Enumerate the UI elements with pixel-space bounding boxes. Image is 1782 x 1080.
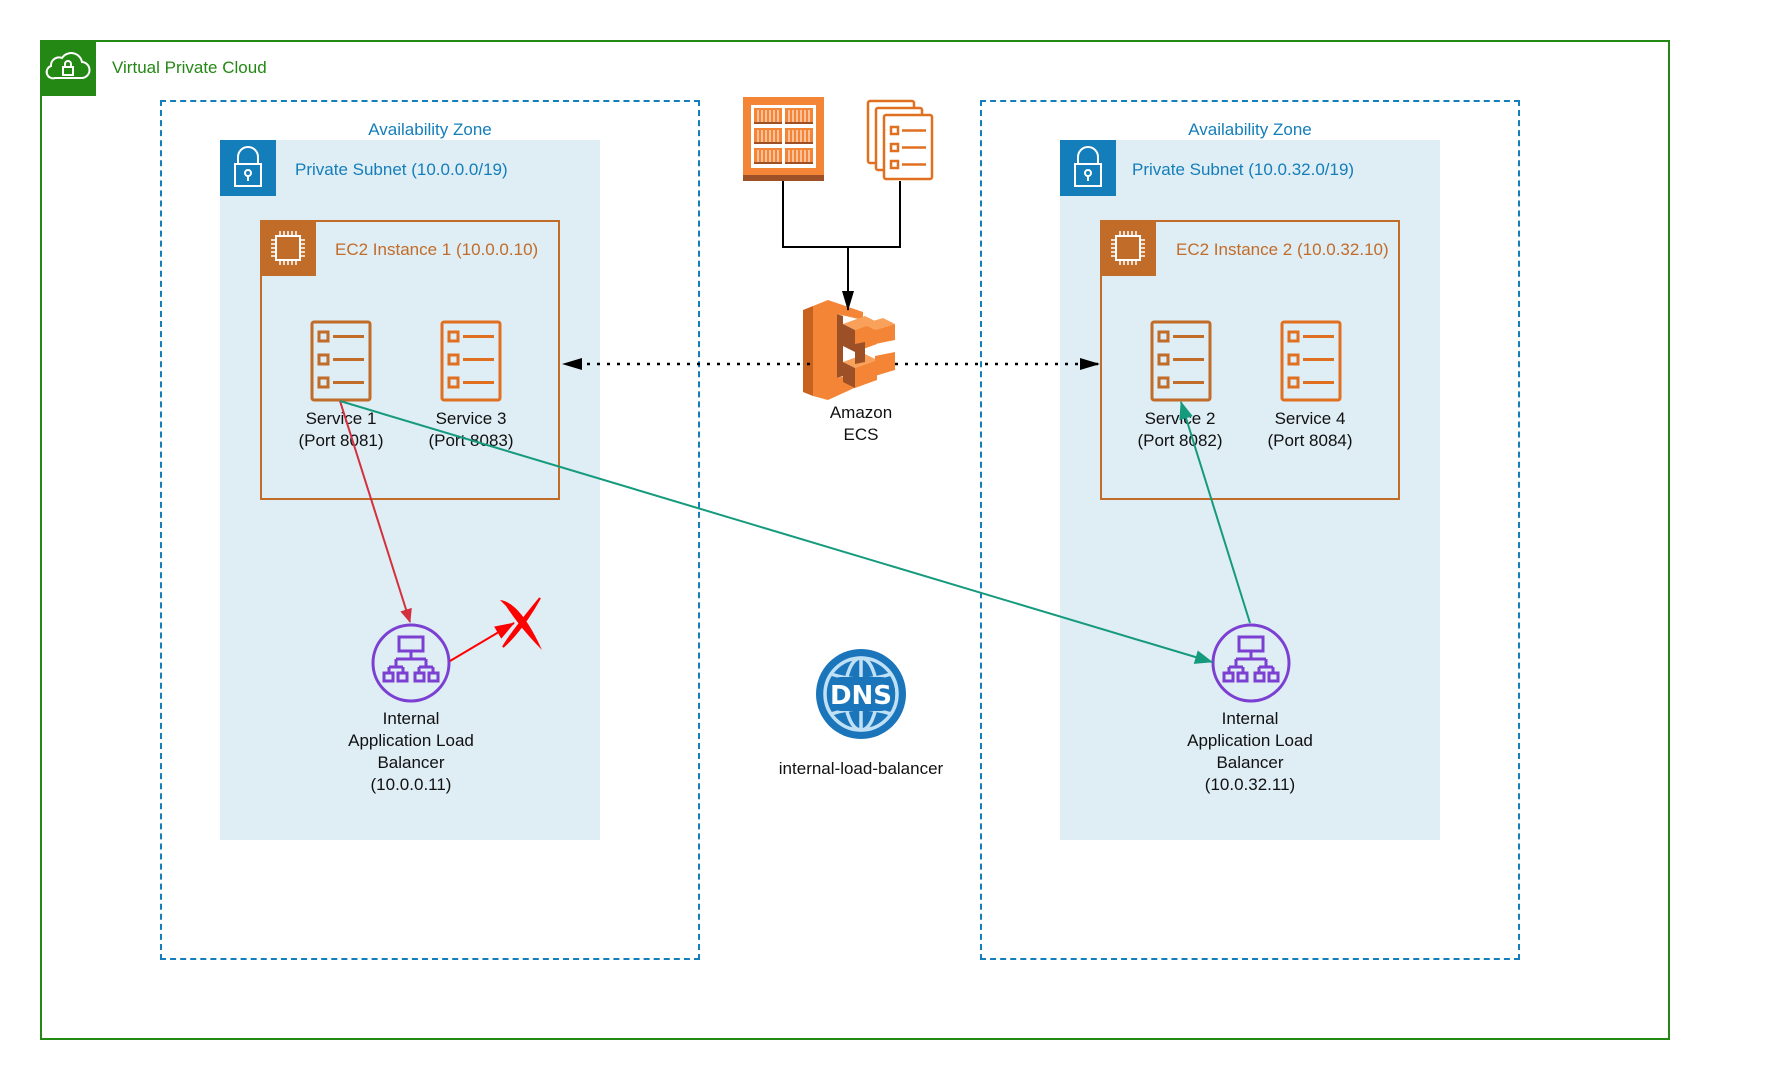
cloud-lock-icon xyxy=(40,40,96,96)
alb-2-label: Internal Application Load Balancer (10.0… xyxy=(1150,708,1350,796)
availability-zone-label: Availability Zone xyxy=(368,120,492,139)
ecs-icon[interactable] xyxy=(803,300,897,405)
alb-line: Balancer xyxy=(1216,753,1284,772)
ec2-instance-1-label: EC2 Instance 1 (10.0.0.10) xyxy=(335,240,539,259)
alb-line: Application Load xyxy=(1187,731,1313,750)
load-balancer-icon[interactable] xyxy=(1211,623,1291,708)
dns-badge: DNS xyxy=(830,681,892,711)
service-1-icon[interactable] xyxy=(310,320,372,407)
service-2-icon[interactable] xyxy=(1150,320,1212,407)
service-port: (Port 8084) xyxy=(1267,431,1353,450)
ec2-instance-1 xyxy=(260,220,560,500)
taskdef-to-ecs-line xyxy=(848,181,901,248)
service-3-icon[interactable] xyxy=(440,320,502,407)
padlock-icon xyxy=(220,140,276,196)
private-subnet-1-label: Private Subnet (10.0.0.0/19) xyxy=(295,160,508,179)
ecs-label-line2: ECS xyxy=(843,425,879,444)
dns-label: internal-load-balancer xyxy=(778,759,944,778)
availability-zone-2 xyxy=(980,100,1520,960)
vpc-container xyxy=(40,40,1670,1040)
registry-to-ecs-line xyxy=(782,181,848,248)
service-name: Service 3 xyxy=(435,409,507,428)
private-subnet-2-label: Private Subnet (10.0.32.0/19) xyxy=(1132,160,1355,179)
service1-to-alb1-line xyxy=(339,400,412,623)
alb-1-label: Internal Application Load Balancer (10.0… xyxy=(311,708,511,796)
load-balancer-icon[interactable] xyxy=(371,623,451,708)
container-registry-icon[interactable] xyxy=(743,97,824,186)
service-port: (Port 8082) xyxy=(1137,431,1223,450)
ec2-instance-2 xyxy=(1100,220,1400,500)
service-name: Service 1 xyxy=(305,409,377,428)
chip-icon xyxy=(1100,220,1156,276)
padlock-icon xyxy=(1060,140,1116,196)
availability-zone-label: Availability Zone xyxy=(1188,120,1312,139)
availability-zone-1 xyxy=(160,100,700,960)
service1-to-alb2-line xyxy=(339,400,1213,664)
alb-line: Internal xyxy=(1221,709,1279,728)
dns-globe-icon[interactable]: DNS xyxy=(815,648,907,745)
alb-line: (10.0.0.11) xyxy=(370,775,452,794)
task-definitions-icon[interactable] xyxy=(866,99,936,188)
alb-line: Application Load xyxy=(348,731,474,750)
alb2-to-service2-line xyxy=(1179,401,1251,624)
service-port: (Port 8081) xyxy=(298,431,384,450)
blocked-x-icon xyxy=(500,597,542,650)
alb-line: Internal xyxy=(382,709,440,728)
service-4-icon[interactable] xyxy=(1280,320,1342,407)
alb-line: Balancer xyxy=(377,753,445,772)
ec2-instance-2-label: EC2 Instance 2 (10.0.32.10) xyxy=(1176,240,1389,259)
chip-icon xyxy=(260,220,316,276)
ecs-label-line1: Amazon xyxy=(829,403,893,422)
alb1-to-blocked-line xyxy=(449,622,515,662)
service-4-label: Service 4 (Port 8084) xyxy=(1240,408,1380,452)
service-1-label: Service 1 (Port 8081) xyxy=(271,408,411,452)
ecs-label: Amazon ECS xyxy=(801,402,921,446)
alb-line: (10.0.32.11) xyxy=(1204,775,1296,794)
service-name: Service 4 xyxy=(1274,409,1346,428)
vpc-title: Virtual Private Cloud xyxy=(112,58,267,77)
